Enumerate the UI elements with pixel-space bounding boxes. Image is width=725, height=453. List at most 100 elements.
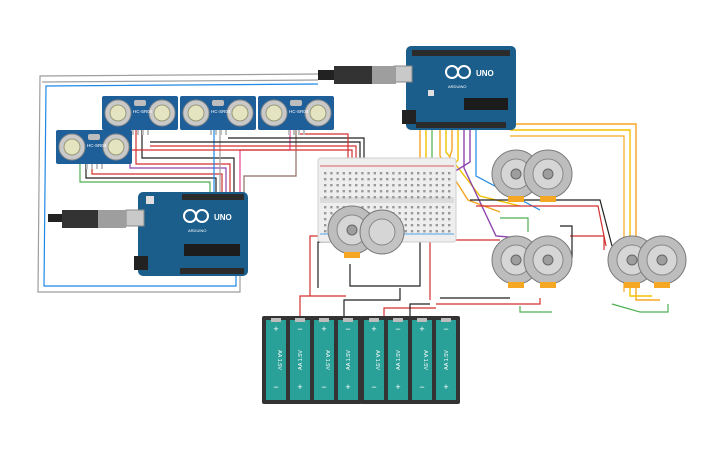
sensor-label: HC-SR04: [289, 109, 309, 114]
wire-black-rail-2: [228, 137, 365, 160]
sensor-pin: [137, 130, 139, 135]
motor-shaft-icon: [542, 254, 554, 266]
breadboard-hole: [410, 178, 414, 181]
sensor-crystal: [88, 134, 100, 140]
battery-cell-label: AA 1.5V: [276, 350, 282, 370]
breadboard-hole: [441, 230, 445, 233]
wire-red-m4: [570, 235, 605, 250]
breadboard-hole: [379, 196, 383, 199]
breadboard-hole: [367, 184, 370, 187]
breadboard-hole: [404, 184, 407, 187]
breadboard-hole: [373, 196, 376, 199]
ultrasonic-sensor: HC-SR04: [56, 130, 132, 169]
arduino-top: UNO ARDUINO: [393, 46, 516, 130]
arduino-bottom: UNO ARDUINO: [125, 192, 248, 276]
breadboard-hole: [379, 178, 383, 181]
transducer-mesh-icon: [231, 104, 249, 122]
breadboard-hole: [448, 212, 451, 215]
breadboard-hole: [379, 172, 383, 175]
breadboard-hole: [324, 184, 327, 187]
breadboard-hole: [441, 178, 445, 181]
transducer-mesh-icon: [187, 104, 205, 122]
usb-cable-top-body: [334, 66, 372, 84]
plus-icon: +: [297, 382, 302, 392]
breadboard-hole: [342, 196, 345, 199]
breadboard-hole: [398, 196, 401, 199]
breadboard-hole: [435, 178, 438, 181]
breadboard-hole: [429, 184, 432, 187]
breadboard-hole: [373, 172, 376, 175]
minus-icon: −: [395, 324, 400, 334]
breadboard-hole: [417, 206, 420, 209]
breadboard-hole: [441, 184, 445, 187]
breadboard-hole: [429, 172, 432, 175]
breadboard-hole: [410, 224, 414, 227]
breadboard-hole: [410, 230, 414, 233]
sensor-crystal: [290, 100, 302, 106]
breadboard-hole: [404, 218, 407, 221]
dc-motors: [327, 149, 687, 288]
sensor-pin: [147, 130, 149, 135]
arduino-top-reset-button[interactable]: [428, 90, 434, 96]
breadboard-hole: [404, 224, 407, 227]
breadboard-hole: [417, 196, 420, 199]
motor-shaft-icon: [626, 254, 638, 266]
breadboard-hole: [386, 178, 389, 181]
battery-terminal: [417, 318, 427, 322]
wire-red-bat1: [299, 295, 346, 318]
arduino-bottom-reset-button[interactable]: [146, 196, 154, 204]
wire-orange-right: [510, 123, 660, 301]
breadboard-hole: [324, 190, 327, 193]
wire-red-rail: [98, 149, 353, 160]
breadboard-hole: [435, 218, 438, 221]
wire-black-s1: [85, 162, 217, 196]
breadboard-hole: [435, 230, 438, 233]
breadboard-hole: [355, 190, 358, 193]
motor-shaft-icon: [346, 224, 358, 236]
usb-cable-bottom: [48, 210, 126, 228]
breadboard-hole: [441, 206, 445, 209]
breadboard-hole: [348, 184, 352, 187]
battery-cell: [412, 320, 432, 400]
breadboard-hole: [448, 230, 451, 233]
breadboard-hole: [417, 178, 420, 181]
motor-face-icon: [368, 218, 396, 246]
breadboard-hole: [410, 206, 414, 209]
breadboard-hole: [410, 212, 414, 215]
breadboard-hole: [398, 184, 401, 187]
dc-motor: [523, 149, 573, 202]
wire-red-s2: [135, 128, 231, 196]
plus-icon: +: [419, 324, 424, 334]
arduino-top-header-bottom: [416, 122, 506, 128]
breadboard-hole: [398, 212, 401, 215]
breadboard-hole: [367, 178, 370, 181]
arduino-bottom-brand: ARDUINO: [188, 228, 206, 233]
breadboard-hole: [324, 230, 327, 233]
breadboard-hole: [386, 184, 389, 187]
breadboard-hole: [373, 178, 376, 181]
battery-terminal: [393, 318, 403, 322]
arduino-top-usb-port: [393, 65, 413, 83]
breadboard-hole: [448, 172, 451, 175]
sensor-pin: [303, 130, 305, 135]
breadboard-hole: [336, 206, 339, 209]
battery-case: [262, 316, 362, 404]
minus-icon: −: [297, 324, 302, 334]
breadboard-hole: [423, 172, 426, 175]
breadboard-hole: [417, 212, 420, 215]
wire-yellow-right: [510, 129, 652, 297]
breadboard-hole: [342, 172, 345, 175]
battery-cell: [364, 320, 384, 400]
usb-cable-bottom-plug: [48, 214, 62, 222]
breadboard-hole: [367, 190, 370, 193]
transducer-mesh-icon: [109, 104, 127, 122]
breadboard-hole: [367, 206, 370, 209]
minus-icon: −: [273, 382, 278, 392]
arduino-bottom-usb-port: [125, 209, 145, 227]
breadboard-hole: [423, 212, 426, 215]
arduino-top-model: UNO: [476, 69, 494, 78]
transducer-mesh-icon: [153, 104, 171, 122]
breadboard-hole: [330, 212, 333, 215]
breadboard-hole: [417, 218, 420, 221]
breadboard-hole: [386, 206, 389, 209]
